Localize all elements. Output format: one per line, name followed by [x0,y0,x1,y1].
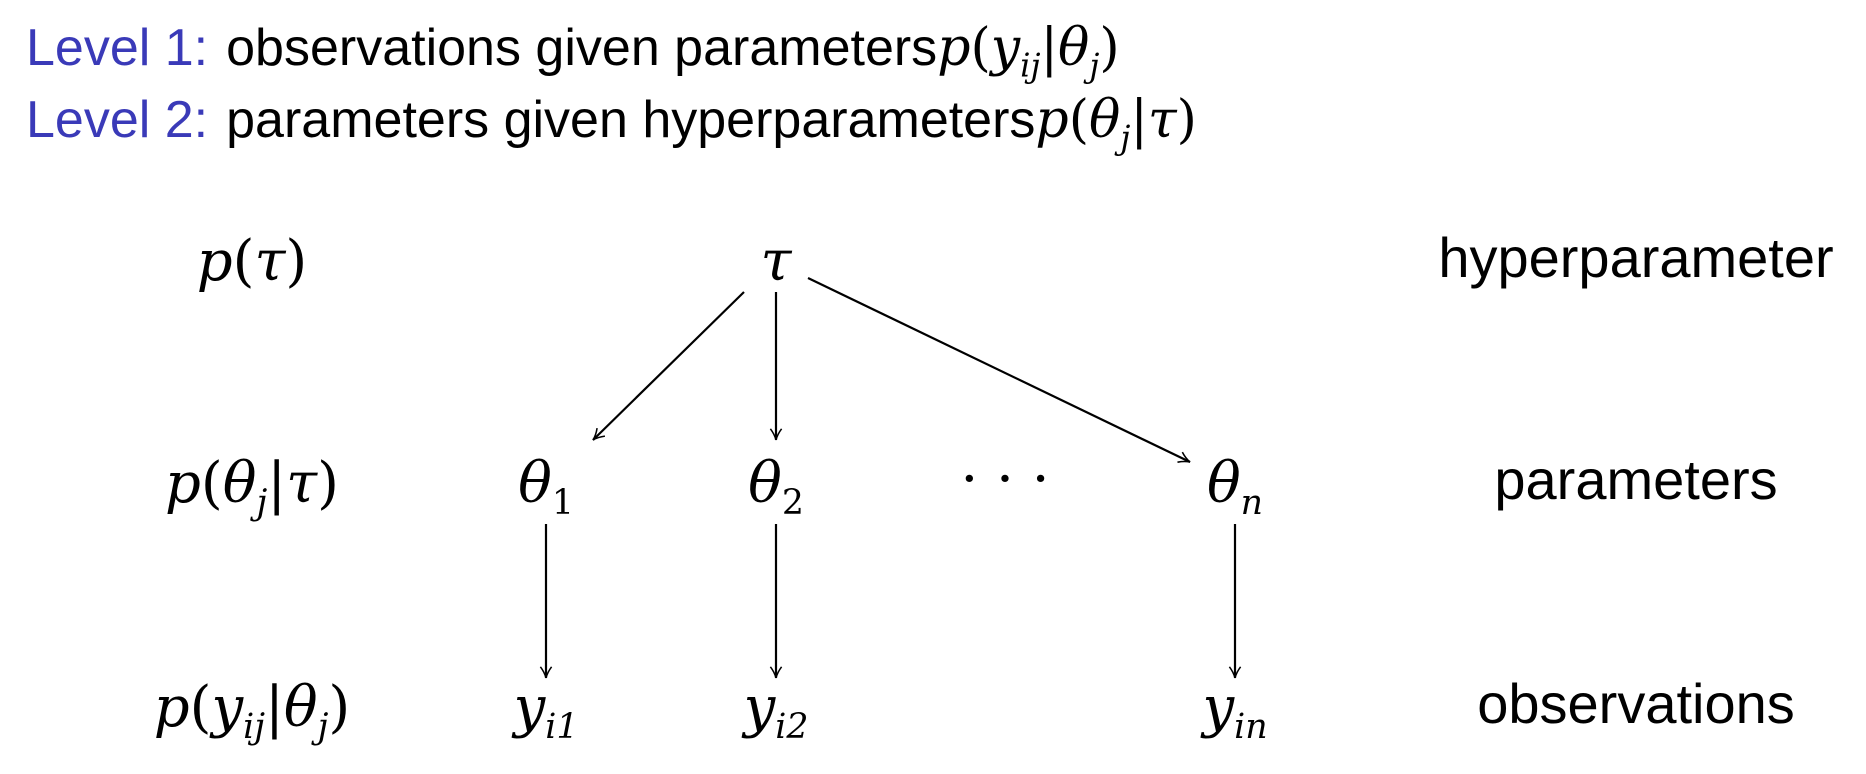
level-1-formula: p(yij|θj) [937,18,1120,85]
node-y-i1: yi1 [513,675,579,748]
node-y-in: yin [1202,675,1268,748]
row-label-params: p(θj|τ) [165,451,339,524]
level-2-text: parameters given hyperparameters [226,91,1036,149]
level-1-line: Level 1:observations given parameters p(… [26,19,1120,81]
row-category-observations: observations [1477,672,1795,735]
node-theta-1: θ1 [518,451,574,524]
row-label-obs: p(yij|θj) [153,675,351,748]
level-2-label: Level 2: [26,91,209,149]
node-dots: · · · [960,447,1050,512]
arrow-tau-thetan [807,277,1191,463]
node-y-i2: yi2 [743,675,809,748]
row-label-hyper: p(τ) [196,229,308,294]
level-2-formula: p(θj|τ) [1035,90,1197,157]
node-tau: τ [760,229,792,294]
row-category-parameters: parameters [1494,448,1778,511]
node-theta-n: θn [1206,451,1264,524]
level-1-text: observations given parameters [226,19,938,77]
level-1-label: Level 1: [26,19,209,77]
row-category-hyperparameter: hyperparameter [1438,226,1834,289]
arrow-tau-theta1 [592,291,745,441]
level-2-line: Level 2: parameters given hyperparameters… [26,91,1197,153]
node-theta-2: θ2 [748,451,804,524]
